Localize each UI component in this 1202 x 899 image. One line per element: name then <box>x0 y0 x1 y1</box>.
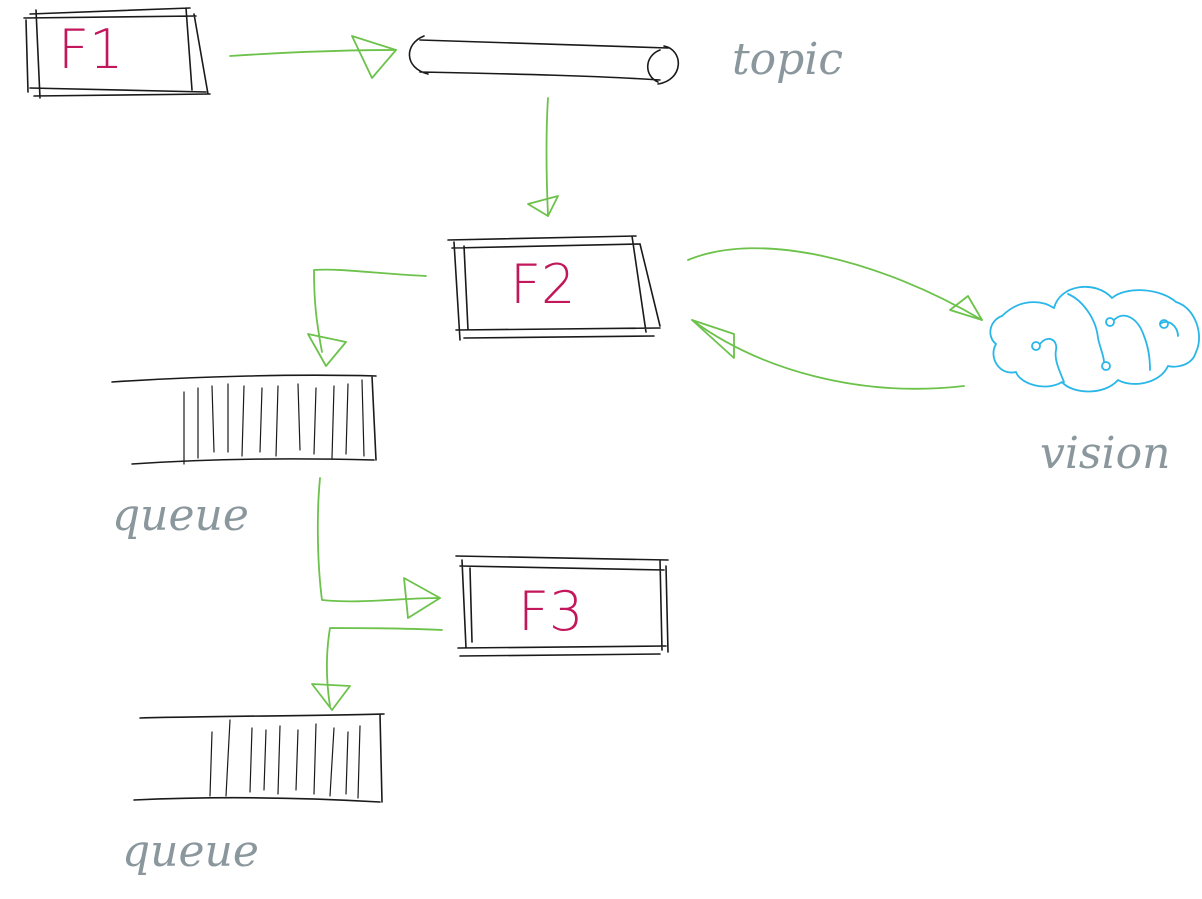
queue2-node[interactable] <box>133 713 385 803</box>
f3-node[interactable]: F3 <box>455 555 669 657</box>
edge-topic-f2 <box>527 97 559 217</box>
edge-vision-f2 <box>691 319 965 390</box>
queue2-label: queue <box>122 826 259 877</box>
vision-label: vision <box>1040 428 1170 479</box>
vision-node[interactable] <box>989 285 1200 393</box>
queue1-label: queue <box>112 490 249 541</box>
edge-f3-queue2 <box>311 627 443 711</box>
f1-node[interactable]: F1 <box>23 7 211 99</box>
queue1-node[interactable] <box>111 374 377 465</box>
f2-node[interactable]: F2 <box>447 235 661 341</box>
topic-label: topic <box>732 34 843 85</box>
edge-f2-queue1 <box>307 268 427 367</box>
topic-node[interactable] <box>408 35 680 85</box>
f1-label: F1 <box>58 18 123 81</box>
edge-f1-topic <box>229 35 397 79</box>
edge-queue1-f3 <box>316 477 441 619</box>
f3-label: F3 <box>518 580 583 643</box>
f2-label: F2 <box>510 253 575 316</box>
edge-f2-vision <box>687 247 983 321</box>
